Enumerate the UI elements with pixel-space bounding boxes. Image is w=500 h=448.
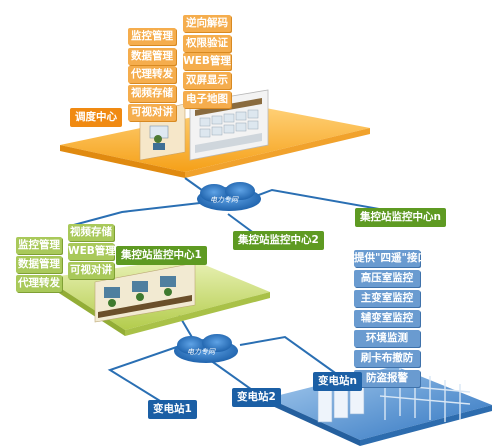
cluster-function-tag: 监控管理 [16, 237, 62, 254]
dispatch-function-tag: 可视对讲 [128, 104, 176, 121]
substation-function-tag: 防盗报警 [354, 370, 420, 387]
substation-function-tag: 提供"四遥"接口 [354, 250, 428, 267]
dispatch-center-label: 调度中心 [70, 108, 122, 127]
network-label-bottom: 电力专网 [187, 348, 215, 356]
substation-2-label: 变电站2 [232, 388, 281, 407]
dispatch-function-tag: 代理转发 [128, 66, 176, 83]
dispatch-function-tag: 电子地图 [183, 91, 231, 108]
cluster-center-2-label: 集控站监控中心2 [233, 231, 324, 250]
cluster-function-tag: WEB管理 [68, 243, 116, 260]
dispatch-function-tag: 监控管理 [128, 28, 176, 45]
dispatch-function-tag: 双屏显示 [183, 72, 231, 89]
dispatch-function-tag: 权限验证 [183, 35, 231, 52]
cluster-function-tag: 可视对讲 [68, 262, 114, 279]
cluster-room-illustration [94, 262, 196, 323]
cluster-center-1-label: 集控站监控中心1 [116, 246, 207, 265]
substation-1-label: 变电站1 [148, 400, 197, 419]
dispatch-function-tag: WEB管理 [183, 53, 231, 70]
substation-function-tag: 环境监测 [354, 330, 420, 347]
substation-function-tag: 高压室监控 [354, 270, 420, 287]
dispatch-function-tag: 视频存储 [128, 85, 176, 102]
cluster-function-tag: 代理转发 [16, 275, 62, 292]
substation-n-label: 变电站n [313, 372, 362, 391]
network-cloud-bottom [174, 334, 238, 363]
dispatch-function-tag: 逆向解码 [183, 15, 231, 32]
dispatch-function-tag: 数据管理 [128, 48, 176, 65]
network-cloud-top [197, 182, 261, 211]
network-label-top: 电力专网 [210, 196, 238, 204]
cluster-center-n-label: 集控站监控中心n [355, 208, 446, 227]
cluster-function-tag: 数据管理 [16, 256, 62, 273]
substation-function-tag: 刷卡布撤防 [354, 350, 420, 367]
cluster-function-tag: 视频存储 [68, 224, 114, 241]
substation-function-tag: 主变室监控 [354, 290, 420, 307]
substation-function-tag: 辅变室监控 [354, 310, 420, 327]
